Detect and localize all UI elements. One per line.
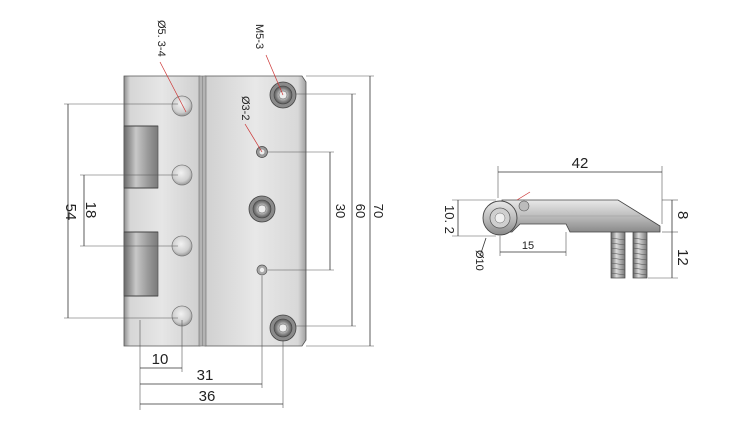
dim-dia-10: Ø10: [473, 237, 487, 271]
svg-text:42: 42: [572, 155, 589, 172]
svg-text:Ø10: Ø10: [473, 250, 485, 271]
svg-text:31: 31: [197, 367, 214, 384]
svg-text:12: 12: [674, 249, 691, 266]
dim-right-70: 70: [306, 75, 386, 347]
svg-text:8: 8: [674, 211, 691, 219]
dim-bottom-36: 36: [140, 340, 284, 408]
dim-right-60: 60: [296, 93, 368, 327]
annotation-leaders: [159, 54, 284, 153]
dim-bottom-10: 10: [139, 320, 183, 410]
dim-right-30: 30: [268, 151, 348, 271]
svg-text:54: 54: [62, 204, 79, 221]
svg-text:15: 15: [522, 240, 534, 252]
label-hole-small: Ø3-2: [239, 96, 251, 120]
dim-right-8: 8: [662, 199, 691, 233]
dim-bottom-31: 31: [140, 276, 263, 388]
svg-text:30: 30: [333, 204, 348, 218]
svg-text:70: 70: [371, 204, 386, 218]
annotation-leader-side: [516, 191, 531, 201]
front-view: Ø5. 3-4 M5-3 Ø3-2 54 18 30 60: [62, 20, 386, 410]
svg-text:18: 18: [82, 202, 99, 219]
hinge-knuckles: [123, 125, 159, 297]
dim-right-12: 12: [648, 232, 691, 279]
dim-left-10-2: 10. 2: [442, 199, 496, 237]
svg-text:36: 36: [199, 388, 216, 405]
side-view: 42 10. 2 8 12 15: [442, 155, 691, 279]
side-knuckle: [482, 200, 530, 236]
bolts: [610, 231, 648, 279]
label-hole-large: Ø5. 3-4: [155, 20, 167, 57]
dim-top-42: 42: [497, 155, 663, 224]
dim-left-54: 54: [62, 103, 178, 319]
dim-bottom-15: 15: [499, 232, 567, 256]
svg-text:10. 2: 10. 2: [442, 205, 457, 234]
label-thread: M5-3: [253, 24, 265, 49]
hinge-leaf-left: [123, 75, 201, 347]
svg-text:60: 60: [353, 204, 368, 218]
dim-left-18: 18: [80, 174, 178, 247]
svg-text:10: 10: [152, 351, 169, 368]
